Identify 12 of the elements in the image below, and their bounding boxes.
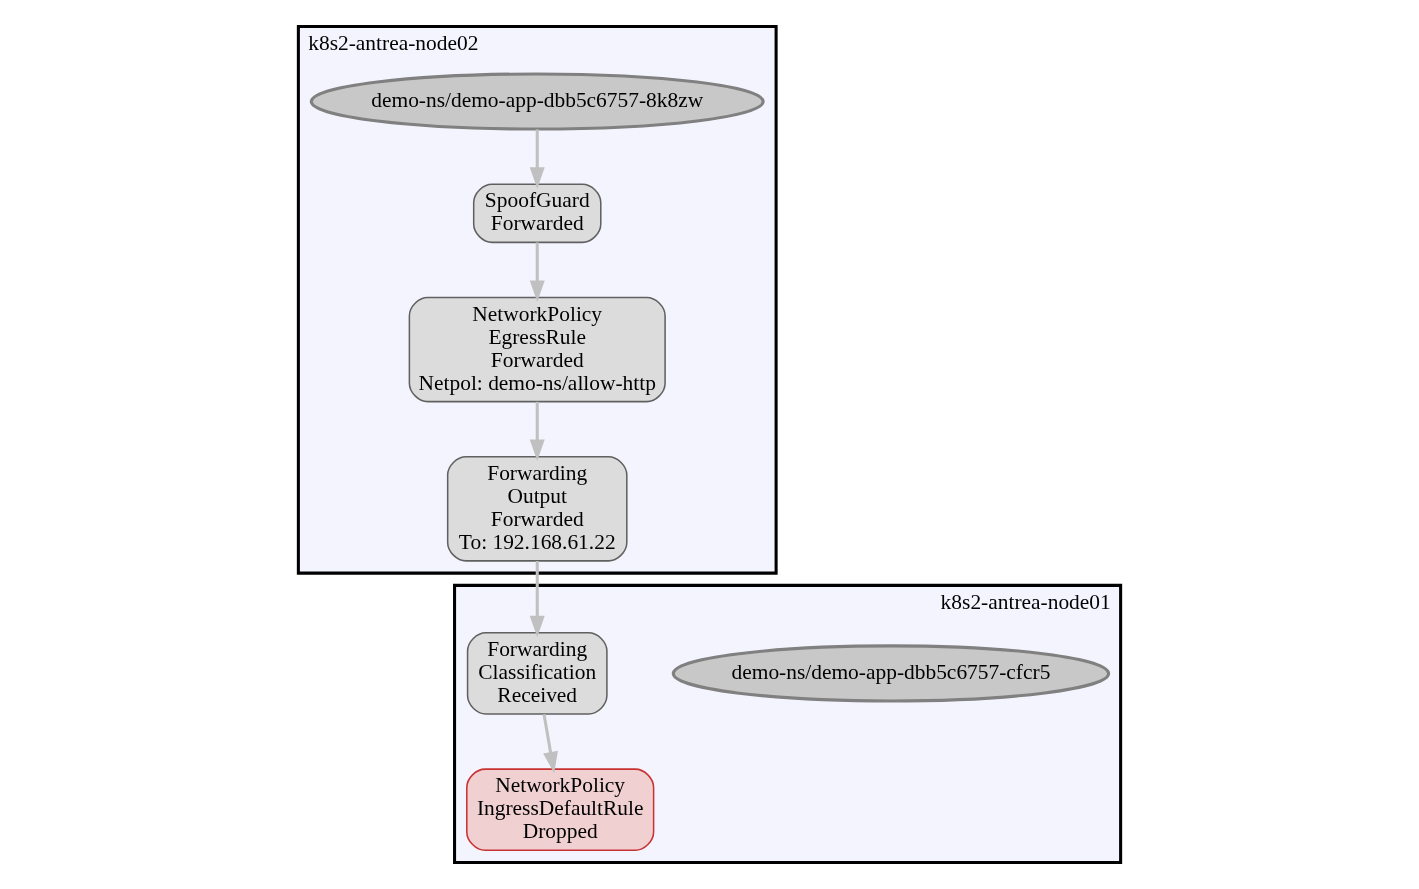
arrow bbox=[529, 401, 545, 461]
arrow bbox=[529, 561, 545, 638]
arrow bbox=[542, 713, 558, 774]
node-ellipse: demo-ns/demo-app-dbb5c6757-8k8zw bbox=[309, 72, 765, 131]
node-box: NetworkPolicy EgressRule Forwarded Netpol: demo-ns/allow-http bbox=[408, 296, 666, 403]
node-box: NetworkPolicy IngressDefaultRule Dropped bbox=[466, 768, 655, 852]
node-ellipse: demo-ns/demo-app-dbb5c6757-cfcr5 bbox=[671, 644, 1111, 703]
arrow bbox=[529, 129, 545, 189]
node-box: SpoofGuard Forwarded bbox=[472, 183, 602, 244]
node-box: Forwarding Output Forwarded To: 192.168.61.22 bbox=[446, 456, 628, 562]
node-box: Forwarding Classification Received bbox=[466, 632, 608, 715]
arrow bbox=[529, 242, 545, 302]
